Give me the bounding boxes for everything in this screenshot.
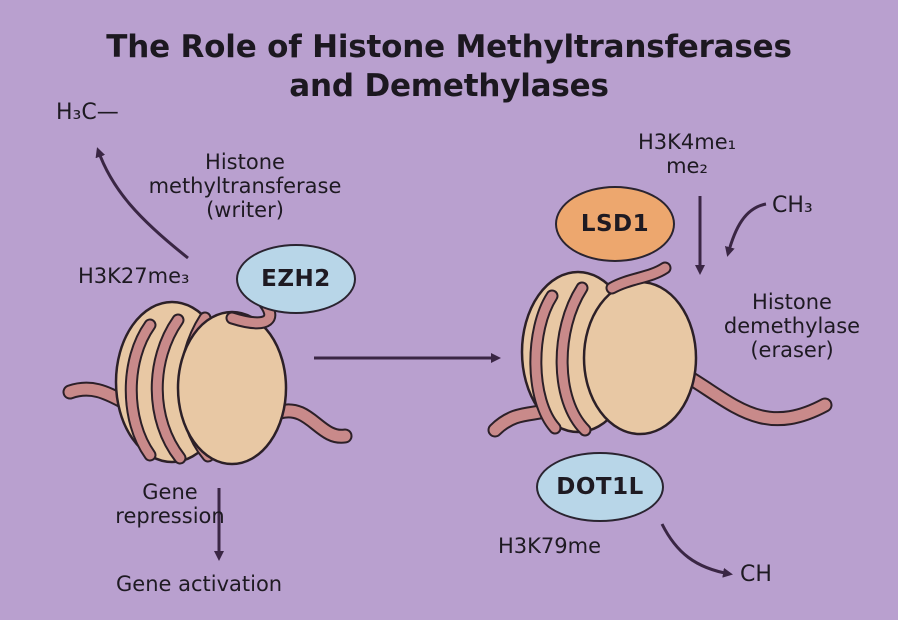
eraser-label-line-2: demethylase: [723, 314, 861, 339]
gene-repression-line-2: repression: [115, 504, 225, 529]
h3k4-marks-line-2: me₂: [666, 154, 708, 179]
nucleosome-left-icon: [62, 293, 353, 466]
gene-repression-label: Gene repression: [100, 480, 240, 528]
nucleosome-right-icon: [487, 261, 833, 438]
writer-label-line-2: methyltransferase: [148, 174, 342, 199]
writer-methyl-arrow-icon: [95, 147, 189, 260]
h3k4-marks-line-1: H3K4me₁: [637, 130, 737, 154]
h3k79me-label: H3K79me: [498, 534, 602, 558]
ch-product-label: CH: [740, 562, 772, 587]
dot1l-product-arrow-icon: [660, 523, 733, 578]
dot1l-enzyme: DOT1L: [536, 452, 664, 522]
h3k4-marks-label: H3K4me₁ me₂: [622, 130, 752, 178]
eraser-label-line-1: Histone: [752, 290, 832, 314]
ch3-arrow-icon: [724, 202, 767, 257]
ch3-label: CH₃: [772, 193, 813, 218]
writer-label-line-1: Histone: [205, 150, 285, 174]
ezh2-enzyme: EZH2: [236, 244, 356, 314]
gene-activation-label: Gene activation: [116, 572, 283, 596]
gene-repression-line-1: Gene: [142, 480, 198, 504]
h3k27me3-label: H3K27me₃: [78, 264, 190, 288]
eraser-label-line-3: (eraser): [750, 338, 834, 363]
eraser-label: Histone demethylase (eraser): [702, 290, 882, 362]
title-line-2: and Demethylases: [289, 67, 609, 104]
lsd1-enzyme: LSD1: [555, 186, 675, 262]
writer-label: Histone methyltransferase (writer): [120, 150, 370, 222]
writer-label-line-3: (writer): [206, 198, 284, 223]
histone-disc-front: [176, 310, 288, 466]
methyl-group-label: H₃C—: [56, 100, 119, 125]
title-line-1: The Role of Histone Methyltransferases: [106, 29, 792, 65]
diagram-title: The Role of Histone Methyltransferases a…: [0, 28, 898, 106]
